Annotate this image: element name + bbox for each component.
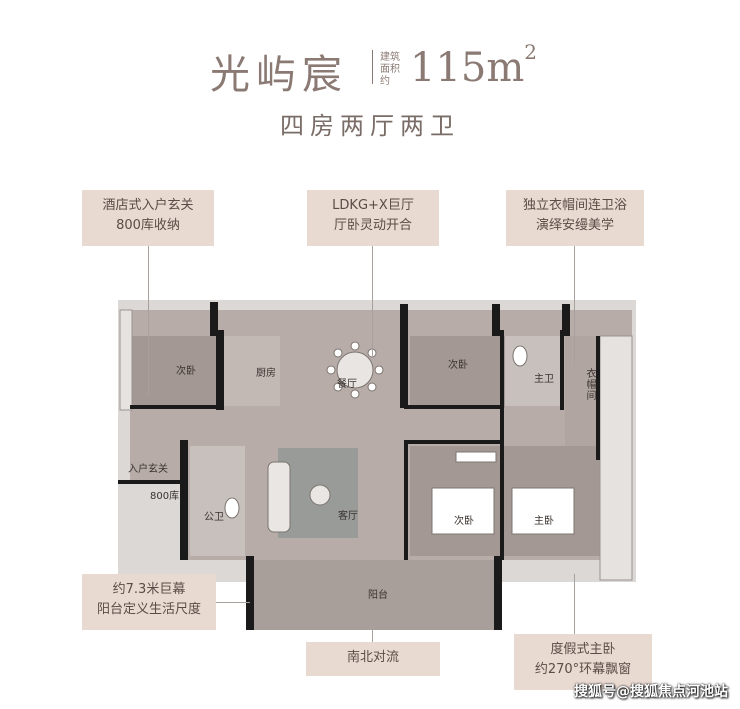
project-title: 光屿宸 <box>210 52 348 98</box>
bed2-floor <box>410 336 505 408</box>
watermark: 搜狐号@搜狐焦点河池站 <box>574 684 728 700</box>
bay-window-right <box>599 335 633 581</box>
callout-master: 度假式主卧 约270°环幕飘窗 <box>514 634 652 690</box>
callout-closet-line2: 演绎安缦美学 <box>535 218 614 233</box>
leader-bottom-center <box>372 600 373 642</box>
callout-closet: 独立衣帽间连卫浴 演绎安缦美学 <box>506 190 644 246</box>
callout-living: LDKG+X巨厅 厅卧灵动开合 <box>307 190 439 246</box>
toilet-master <box>512 345 528 367</box>
dining-table <box>336 351 374 389</box>
bed-secondary <box>431 487 495 535</box>
callout-living-line2: 厅卧灵动开合 <box>333 218 412 233</box>
callout-ventilation: 南北对流 <box>306 642 440 676</box>
callout-entrance: 酒店式入户玄关 800库收纳 <box>82 190 214 246</box>
leader-bottom-left <box>216 602 250 603</box>
leader-top-left <box>148 246 149 396</box>
room-master-bath: 主卫 <box>534 374 554 385</box>
callout-ventilation-line1: 南北对流 <box>346 650 399 665</box>
callout-balcony-line1: 约7.3米巨幕 <box>112 582 186 597</box>
bay-window-left <box>119 309 133 411</box>
closet-floor <box>565 336 600 446</box>
walls <box>118 302 600 630</box>
callout-master-line1: 度假式主卧 <box>550 642 616 657</box>
room-public-bath: 公卫 <box>204 512 224 523</box>
armchair <box>309 484 331 506</box>
callout-entrance-line2: 800库收纳 <box>116 218 180 233</box>
toilet-public <box>224 497 240 519</box>
room-dining: 餐厅 <box>337 379 357 390</box>
room-secondary-bed-3: 次卧 <box>454 516 474 527</box>
callout-master-line2: 约270°环幕飘窗 <box>534 662 632 677</box>
area-label: 建筑面积约 <box>380 52 400 87</box>
title-divider <box>372 50 373 84</box>
callout-living-line1: LDKG+X巨厅 <box>332 198 414 213</box>
leader-top-right <box>574 246 575 366</box>
sofa <box>267 461 291 533</box>
kitchen-floor <box>220 336 280 406</box>
callout-entrance-line1: 酒店式入户玄关 <box>102 198 194 213</box>
area-value: 115m2 <box>410 40 537 91</box>
area-superscript: 2 <box>524 40 538 64</box>
room-living: 客厅 <box>338 511 358 522</box>
room-balcony: 阳台 <box>368 590 388 601</box>
room-entrance: 入户玄关 <box>128 464 168 475</box>
leader-bottom-right <box>574 574 575 634</box>
room-master-bed: 主卧 <box>534 516 554 527</box>
room-secondary-bed-2: 次卧 <box>448 360 468 371</box>
callout-balcony: 约7.3米巨幕 阳台定义生活尺度 <box>82 574 216 630</box>
bed1-floor <box>130 336 216 408</box>
callout-balcony-line2: 阳台定义生活尺度 <box>96 602 201 617</box>
area-number: 115m <box>410 45 525 91</box>
layout-subtitle: 四房两厅两卫 <box>280 112 460 140</box>
leader-top-center <box>372 246 373 356</box>
header: 光屿宸 建筑面积约 115m2 <box>0 34 740 104</box>
room-walkin-closet: 衣帽间 <box>584 368 595 401</box>
room-kitchen: 厨房 <box>256 368 276 379</box>
balcony-area <box>250 560 500 630</box>
closet-rail <box>455 451 497 463</box>
master-bath-floor <box>505 336 560 406</box>
room-secondary-bed-1: 次卧 <box>176 366 196 377</box>
bed-master <box>511 487 575 535</box>
room-storage: 800库 <box>150 491 180 502</box>
callout-closet-line1: 独立衣帽间连卫浴 <box>522 198 627 213</box>
